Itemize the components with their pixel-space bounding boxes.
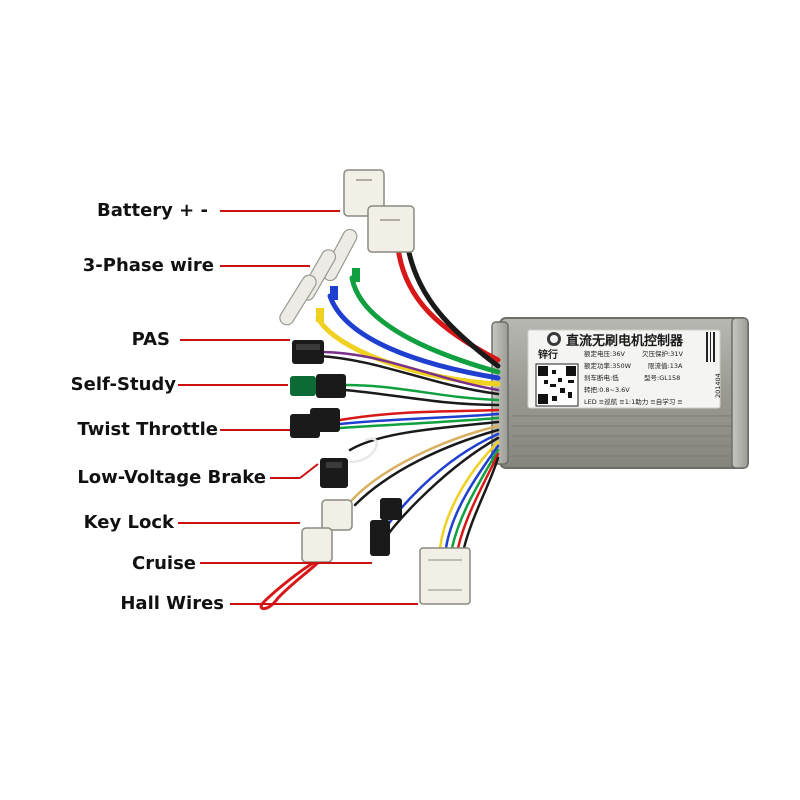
sticker-text: 直流无刷电机控制器 锌行 额定电压:36V 欠压保护:31V 额定功率:350W…	[538, 333, 722, 406]
hall-connector	[419, 547, 471, 605]
brake-connector	[320, 458, 348, 488]
label-pas: PAS	[131, 329, 170, 350]
current-limit-text: 限流值:13A	[648, 361, 683, 370]
brake-leader-line-b	[299, 463, 319, 479]
model-text: 型号:GL158	[644, 373, 680, 382]
controller-title: 直流无刷电机控制器	[566, 333, 684, 349]
pas-connector	[292, 340, 324, 364]
leader-lines	[178, 210, 418, 605]
throttle-connector	[290, 408, 340, 438]
cruise-connector	[370, 498, 402, 556]
qr-code-icon	[535, 363, 579, 407]
throttle-range-text: 转把:0.8~3.6V	[584, 385, 630, 394]
led-function-text: LED ≡巡航 ≡1:1助力 ≡自学习 ≡	[584, 397, 683, 406]
three-phase-connectors	[279, 228, 360, 326]
undervoltage-text: 欠压保护:31V	[642, 349, 683, 358]
label-hall-wires: Hall Wires	[120, 593, 224, 614]
label-key-lock: Key Lock	[83, 512, 174, 533]
brake-level-text: 刹车断电:低	[584, 373, 619, 382]
label-cruise: Cruise	[132, 553, 196, 574]
controller-sticker	[527, 329, 721, 409]
label-three-phase: 3-Phase wire	[82, 255, 214, 276]
label-self-study: Self-Study	[70, 374, 176, 395]
label-battery: Battery + -	[97, 200, 208, 221]
serial-barcode-icon	[706, 332, 715, 362]
controller-brand: 锌行	[538, 348, 558, 361]
date-code-text: 201404	[714, 373, 722, 398]
key-lock-connector	[301, 499, 353, 563]
self-study-connector	[290, 374, 346, 398]
rated-voltage-text: 额定电压:36V	[584, 349, 625, 358]
label-twist-throttle: Twist Throttle	[77, 419, 218, 440]
battery-connector	[343, 169, 415, 253]
label-low-voltage-brake: Low-Voltage Brake	[77, 467, 266, 488]
rated-power-text: 额定功率:350W	[584, 361, 632, 370]
wire-harness	[259, 245, 501, 610]
